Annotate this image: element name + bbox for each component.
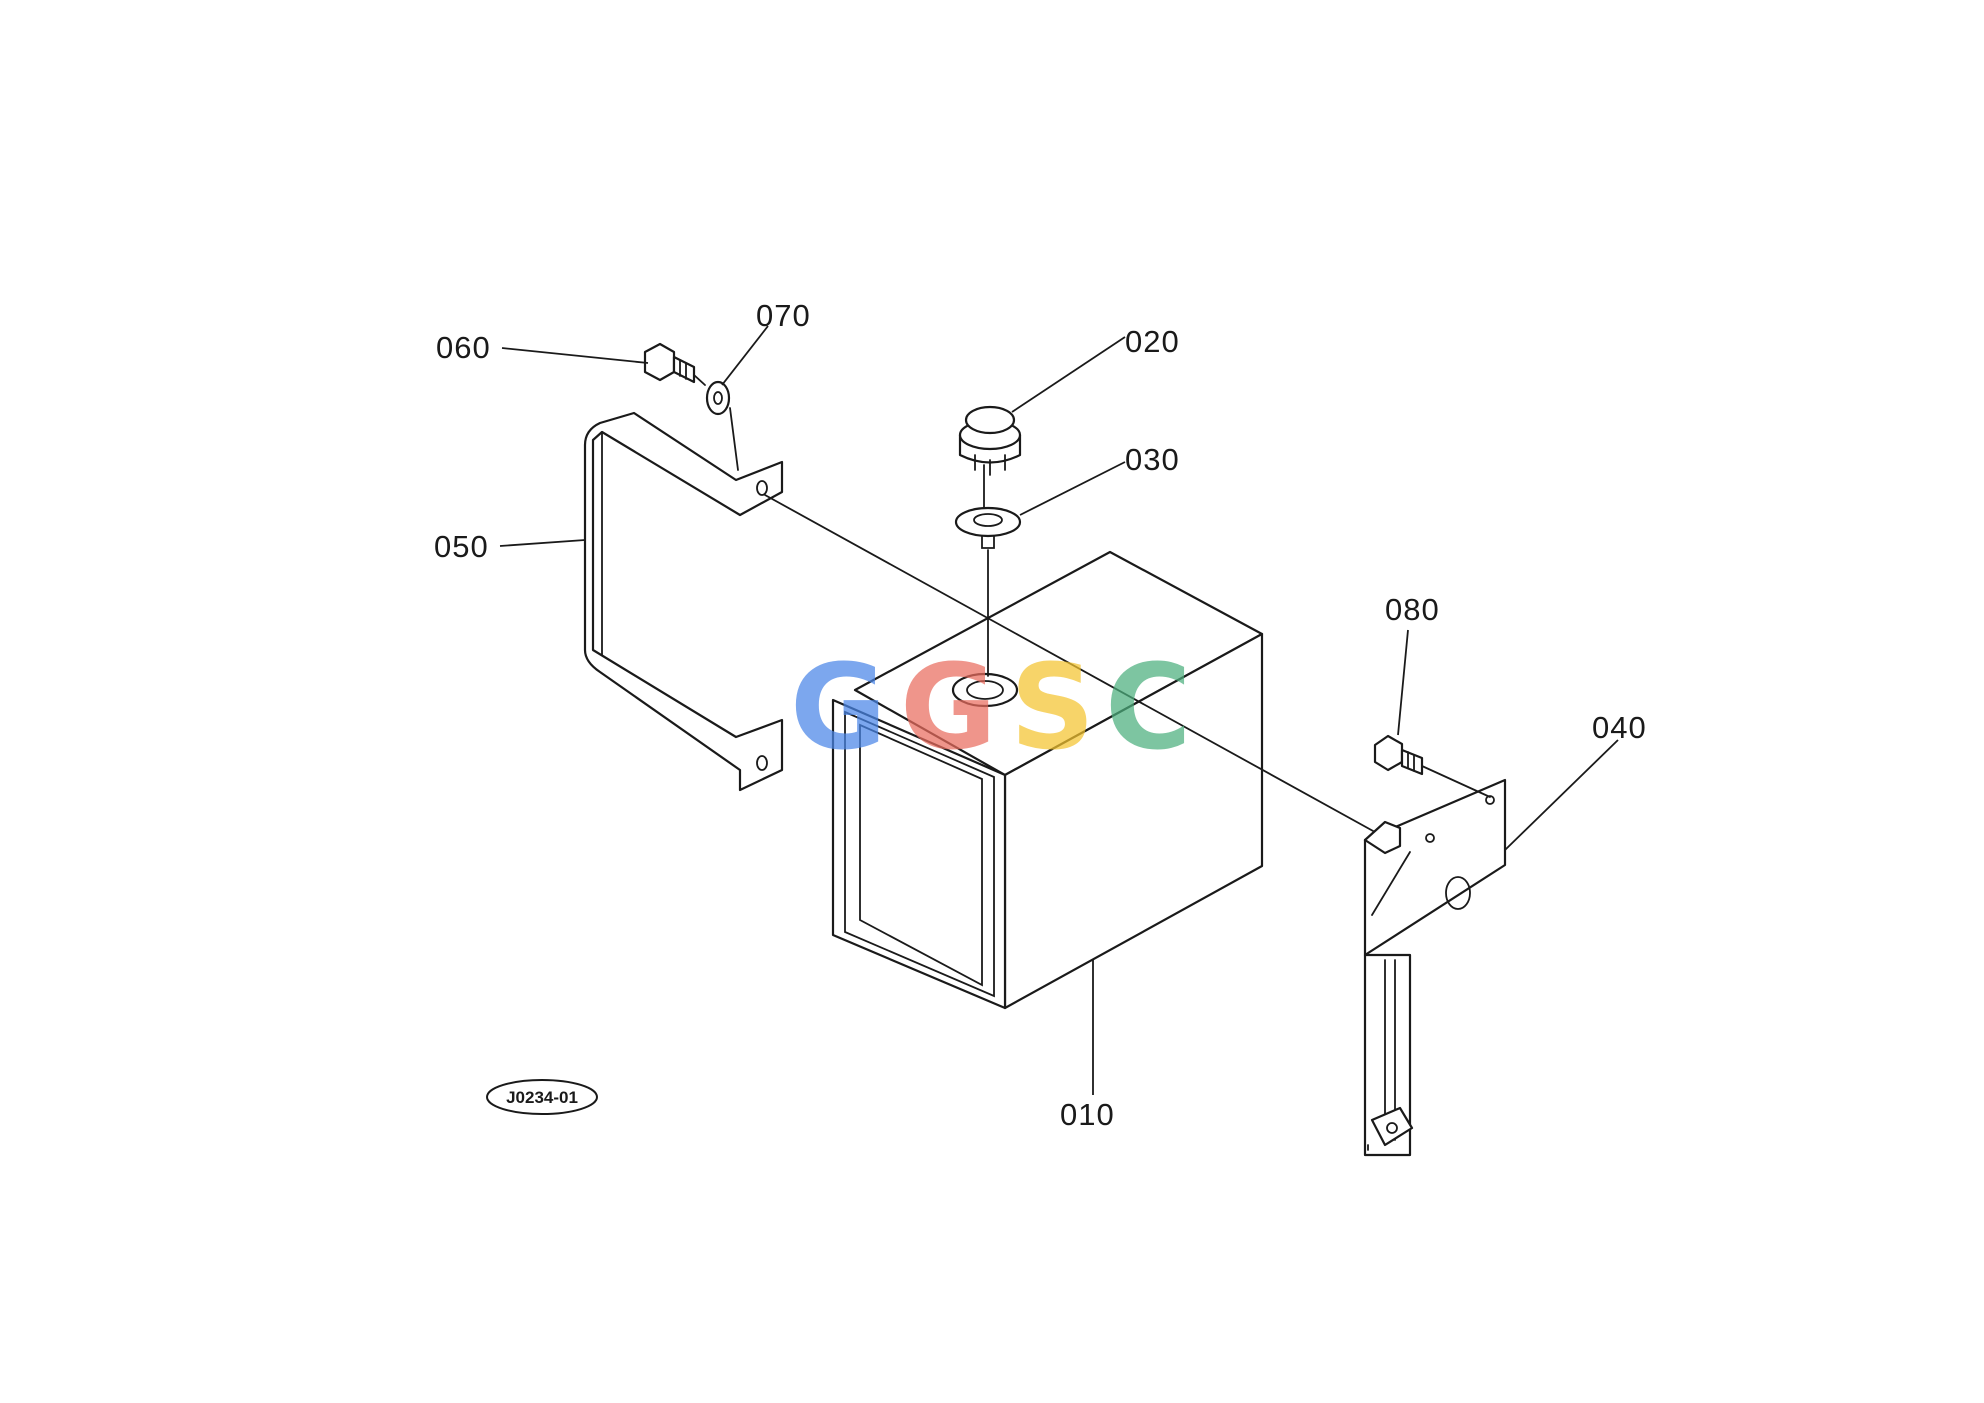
callout-070: 070 bbox=[756, 298, 811, 333]
tank-part-010 bbox=[831, 550, 1264, 1010]
gasket-part-030 bbox=[954, 506, 1022, 549]
callout-080: 080 bbox=[1385, 592, 1440, 627]
svg-text:C: C bbox=[1105, 638, 1192, 776]
callout-050: 050 bbox=[434, 529, 489, 564]
filler-cap-part-020 bbox=[958, 405, 1022, 476]
washer-part-070 bbox=[705, 380, 731, 416]
svg-text:G: G bbox=[900, 638, 997, 776]
callout-040: 040 bbox=[1592, 710, 1647, 745]
svg-text:S: S bbox=[1010, 638, 1095, 776]
callout-020: 020 bbox=[1125, 324, 1180, 359]
callout-030: 030 bbox=[1125, 442, 1180, 477]
reference-code: J0234-01 bbox=[506, 1088, 578, 1107]
reference-code-badge: J0234-01 bbox=[486, 1079, 598, 1115]
bolt-part-080 bbox=[1373, 734, 1424, 776]
svg-text:G: G bbox=[790, 638, 887, 776]
callout-060: 060 bbox=[436, 330, 491, 365]
gsc-watermark-logo: G G S C bbox=[790, 638, 1192, 776]
strap-band-part-050 bbox=[583, 411, 784, 792]
bolt-part-060 bbox=[643, 342, 696, 384]
bracket-part-040 bbox=[1363, 778, 1507, 1157]
callout-010: 010 bbox=[1060, 1097, 1115, 1132]
